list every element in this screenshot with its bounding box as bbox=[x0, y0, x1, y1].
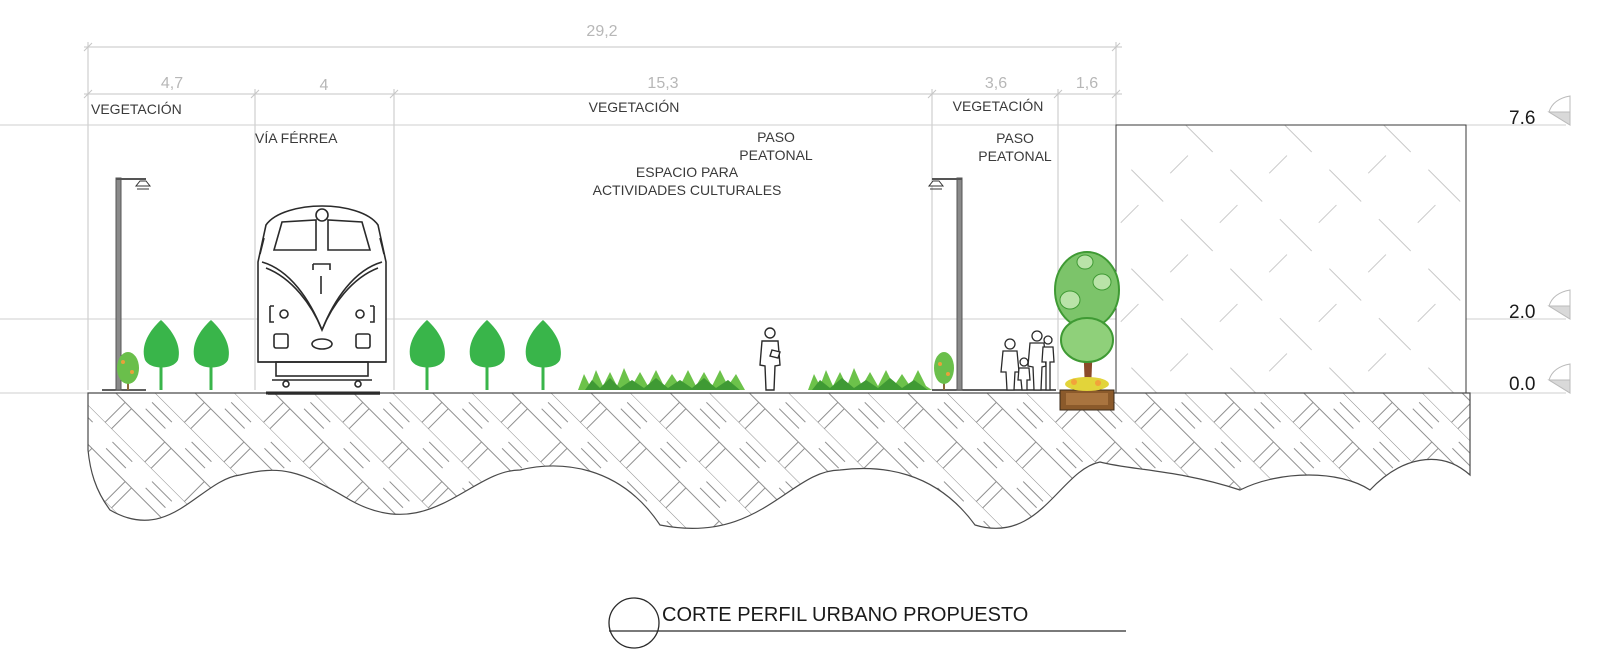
level-top-label: 7.6 bbox=[1509, 108, 1535, 129]
dim-seg2: 4 bbox=[320, 77, 329, 94]
ground-section bbox=[87, 392, 1471, 529]
grass-bed-2 bbox=[808, 368, 932, 390]
dim-seg3: 15,3 bbox=[647, 75, 678, 92]
section-title: CORTE PERFIL URBANO PROPUESTO bbox=[662, 604, 1028, 626]
section-title-marker bbox=[608, 597, 1126, 649]
tree-1 bbox=[143, 320, 179, 390]
dimension-lines bbox=[83, 42, 1122, 390]
flower-shrub-right bbox=[934, 352, 954, 390]
tree-2 bbox=[193, 320, 229, 390]
label-via-ferrea: VÍA FÉRREA bbox=[255, 130, 338, 146]
level-marker-top bbox=[1547, 95, 1571, 126]
dim-seg5: 1,6 bbox=[1076, 75, 1098, 92]
level-mid-label: 2.0 bbox=[1509, 302, 1535, 323]
dim-seg1: 4,7 bbox=[161, 75, 183, 92]
tree-4 bbox=[469, 320, 505, 390]
level-marker-ground bbox=[1547, 363, 1571, 394]
dim-total: 29,2 bbox=[586, 23, 617, 40]
person-single bbox=[759, 327, 781, 391]
label-paso-2-line1: PASO bbox=[996, 130, 1034, 146]
adjacent-building bbox=[1115, 124, 1467, 394]
label-vegetacion-2: VEGETACIÓN bbox=[589, 99, 680, 115]
label-vegetacion-1: VEGETACIÓN bbox=[91, 101, 182, 117]
grass-bed-1 bbox=[578, 368, 745, 390]
flower-shrub-left bbox=[117, 352, 139, 390]
label-paso-1-line2: PEATONAL bbox=[739, 147, 813, 163]
label-paso-2-line2: PEATONAL bbox=[978, 148, 1052, 164]
person-family bbox=[1000, 330, 1055, 391]
level-marker-mid bbox=[1547, 289, 1571, 320]
label-espacio-line2: ACTIVIDADES CULTURALES bbox=[593, 182, 782, 198]
planter-tree bbox=[1054, 251, 1120, 411]
label-paso-1-line1: PASO bbox=[757, 129, 795, 145]
tree-3 bbox=[409, 320, 445, 390]
tree-5 bbox=[525, 320, 561, 390]
street-lamp-left bbox=[115, 177, 152, 391]
street-lamp-right bbox=[927, 177, 963, 391]
label-espacio-line1: ESPACIO PARA bbox=[636, 164, 739, 180]
train-front bbox=[257, 205, 387, 395]
dim-seg4: 3,6 bbox=[985, 75, 1007, 92]
label-vegetacion-3: VEGETACIÓN bbox=[953, 98, 1044, 114]
level-ground-label: 0.0 bbox=[1509, 374, 1535, 395]
